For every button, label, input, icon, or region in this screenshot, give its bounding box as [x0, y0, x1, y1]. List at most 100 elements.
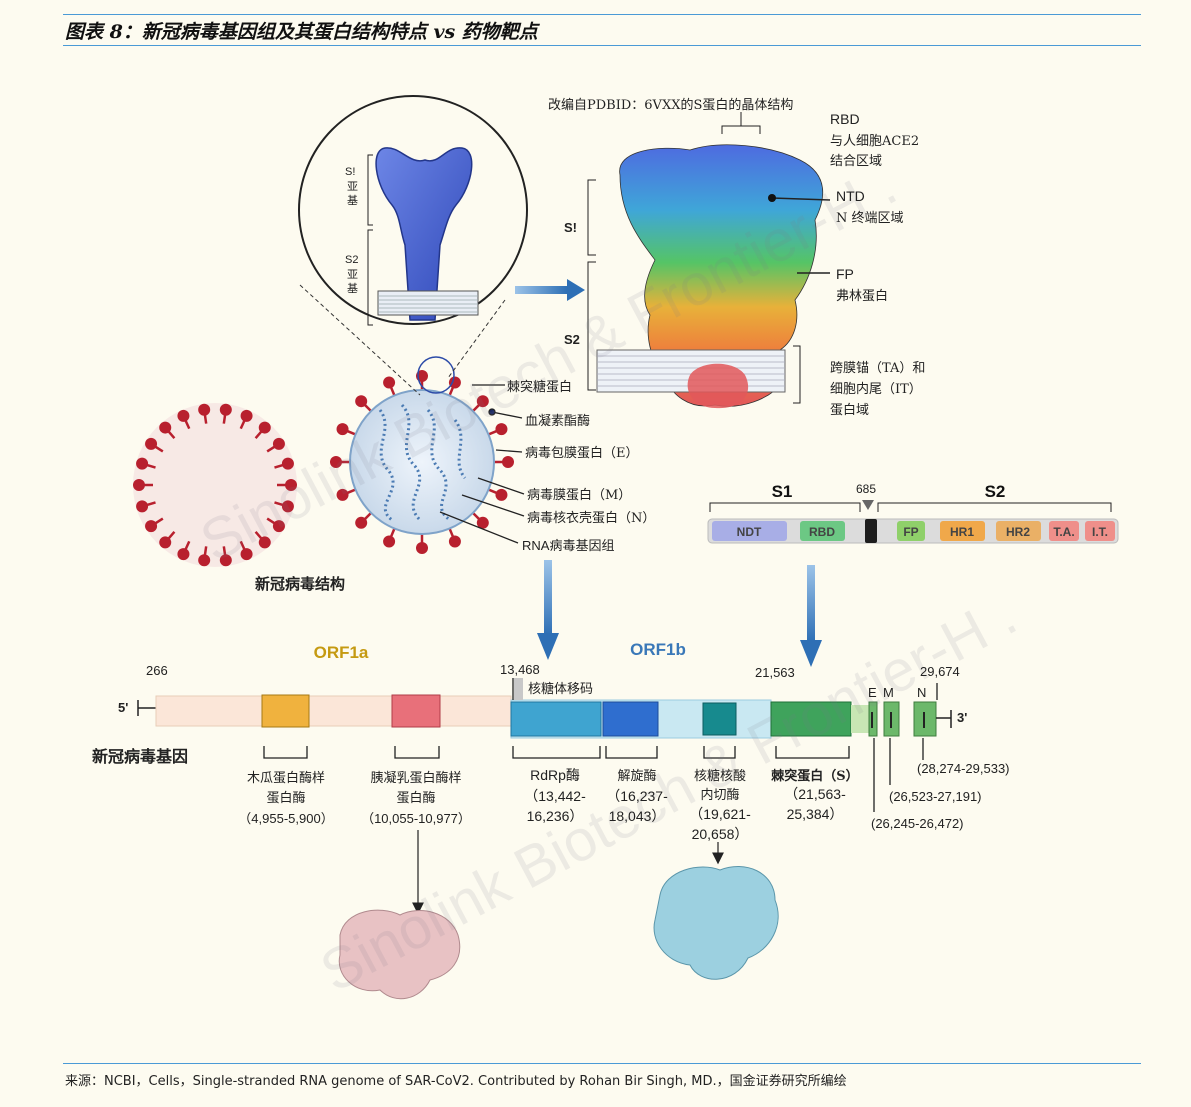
spike-head [272, 437, 285, 450]
down-arrow-rna [537, 560, 559, 660]
genome-brackets [263, 678, 938, 812]
spike-head [145, 437, 158, 450]
endonuclease-structure-illustration [653, 866, 779, 980]
domain-label-hr1: HR1 [950, 525, 974, 539]
spike-protein-range-2: 25,384） [786, 806, 844, 822]
s-protein-domain-bar [707, 500, 1119, 544]
figure-title: 图表 8：新冠病毒基因组及其蛋白结构特点 vs 药物靶点 [65, 21, 538, 43]
spike-head [495, 423, 508, 436]
spike-head [198, 403, 211, 416]
ntd-desc: N 终端区域 [836, 211, 904, 226]
inset-s1-sub: 亚 基 [347, 180, 358, 207]
label-rna-genome: RNA病毒基因组 [522, 538, 615, 553]
structure-s1-label: S! [564, 220, 577, 235]
orf1b-label: ORF1b [630, 640, 686, 659]
inset-s1-label: S! [345, 166, 356, 178]
domain-label-ndt: NDT [737, 525, 762, 539]
label-spike-glycoprotein: 棘突糖蛋白 [507, 380, 573, 395]
gene-m-range: (26,523-27,191) [889, 789, 982, 804]
helicase-range-2: 18,043） [608, 808, 666, 824]
spike-head [136, 457, 149, 470]
endonuclease-label-2: 内切酶 [700, 788, 740, 803]
pos-21563: 21,563 [755, 665, 795, 680]
spike-head [476, 516, 489, 529]
rdrp-range-2: 16,236） [526, 808, 584, 824]
spike-head [416, 542, 428, 554]
spike-head [495, 488, 508, 501]
domain-label-fp: FP [903, 525, 918, 539]
papain-protease-label-2: 蛋白酶 [266, 791, 306, 806]
protease-structure-illustration [338, 909, 461, 1000]
spike-head [272, 520, 285, 533]
endonuclease-label: 核糖核酸 [693, 769, 746, 784]
spike-head [136, 500, 149, 513]
spike-head [145, 520, 158, 533]
spike-head [355, 395, 368, 408]
spike-head [330, 456, 342, 468]
spike-head [177, 548, 190, 561]
gene-e-range: (26,245-26,472) [871, 816, 964, 831]
spike-zoom-inset [298, 95, 528, 396]
domain-label-ta: T.A. [1053, 525, 1074, 539]
virus-caption: 新冠病毒结构 [255, 575, 346, 593]
spike-head [476, 395, 489, 408]
s2-label: S2 [985, 482, 1006, 501]
gene-m-label: M [883, 685, 894, 700]
cleavage-site-label: 685 [856, 482, 876, 496]
domain-label-it: I.T. [1092, 525, 1108, 539]
spike-head [258, 536, 271, 549]
spike-head [258, 421, 271, 434]
papain-protease-range: （4,955-5,900） [238, 811, 334, 826]
chymotrypsin-protease-range: （10,055-10,977） [361, 811, 471, 826]
spike-head [448, 535, 461, 548]
rbd-label: RBD [830, 111, 860, 127]
structure-source-note: 改编自PDBID：6VXX的S蛋白的晶体结构 [548, 98, 794, 113]
label-hemagglutinin-esterase: 血凝素酯酶 [525, 414, 591, 429]
frameshift-label: 核糖体移码 [528, 682, 594, 697]
helicase-range-1: （16,237- [606, 788, 668, 804]
header-bottom-rule [63, 45, 1141, 46]
s1-label: S1 [772, 482, 793, 501]
endonuclease-range-1: （19,621- [689, 806, 751, 822]
chymotrypsin-protease-label: 胰凝乳蛋白酶样 [370, 771, 462, 786]
ta-desc-2: 细胞内尾（IT） [830, 382, 922, 397]
domain-label-hr2: HR2 [1006, 525, 1030, 539]
ta-desc-1: 跨膜锚（TA）和 [830, 361, 926, 376]
label-membrane-protein: 病毒膜蛋白（M） [527, 488, 632, 503]
footer-rule [63, 1063, 1141, 1064]
gene-n-range: (28,274-29,533) [917, 761, 1010, 776]
spike-head [159, 536, 172, 549]
virus-leader-lines [439, 384, 525, 544]
spike-crystal-structure [587, 112, 831, 409]
genome-name: 新冠病毒基因 [92, 747, 189, 766]
spike-head [336, 488, 349, 501]
helicase-label: 解旋酶 [617, 769, 657, 784]
pos-29674: 29,674 [920, 664, 960, 679]
spike-head [281, 457, 294, 470]
spike-head [177, 409, 190, 422]
spike-protein-label: 棘突蛋白（S） [771, 769, 859, 784]
header-top-rule [63, 14, 1141, 15]
inset-s2-sub: 亚 基 [347, 268, 358, 295]
spike-head [240, 548, 253, 561]
ntd-label: NTD [836, 188, 865, 204]
pos-13468: 13,468 [500, 662, 540, 677]
fp-desc: 弗林蛋白 [836, 289, 889, 304]
rbd-desc-1: 与人细胞ACE2 [830, 134, 920, 149]
rdrp-label: RdRp酶 [530, 767, 580, 783]
spike-head [448, 376, 461, 389]
virus-texture-illustration [133, 403, 297, 567]
label-nucleocapsid-protein: 病毒核衣壳蛋白（N） [527, 511, 656, 526]
arrow-to-structure [515, 279, 585, 301]
three-prime-label: 3' [957, 710, 968, 725]
domain-label-rbd: RBD [809, 525, 835, 539]
spike-head [383, 376, 396, 389]
spike-head [281, 500, 294, 513]
rbd-desc-2: 结合区域 [830, 154, 883, 169]
fp-label: FP [836, 266, 854, 282]
spike-head [219, 403, 232, 416]
virus-schematic [330, 356, 514, 554]
structure-s2-label: S2 [564, 332, 580, 347]
genome-bar [137, 678, 952, 739]
